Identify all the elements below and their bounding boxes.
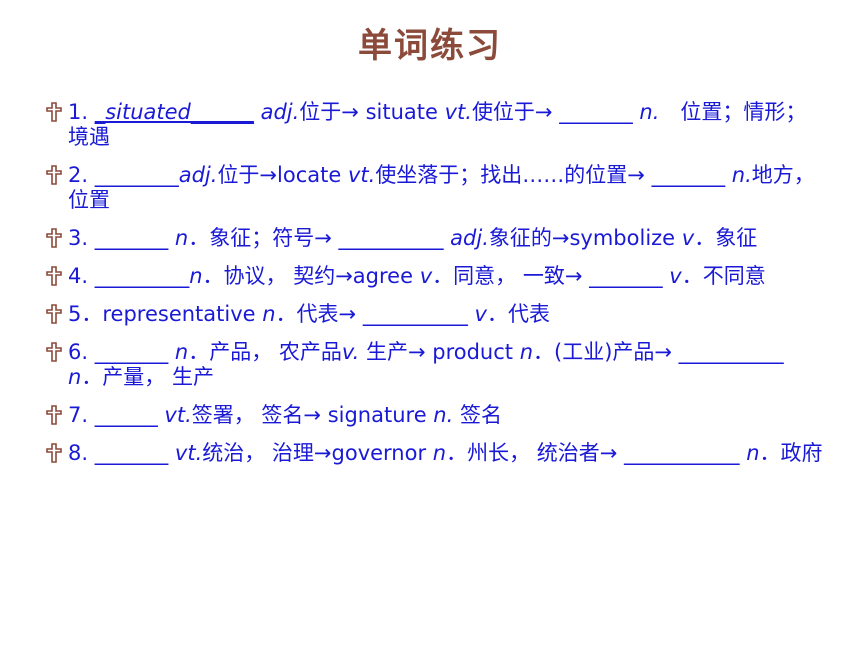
item-text: ．州长， 统治者→ ___________ <box>446 441 747 465</box>
item-number: 4. <box>68 264 95 288</box>
part-of-speech: adj. <box>178 163 218 187</box>
item-text: 位于→ situate <box>299 100 445 124</box>
cross-icon <box>46 228 62 248</box>
item-text: 象征的→symbolize <box>488 226 682 250</box>
item-text: 位于→locate <box>217 163 348 187</box>
item-number: 8. <box>68 441 95 465</box>
part-of-speech: n <box>174 340 189 364</box>
item-text: ．政府 <box>759 441 823 465</box>
cross-icon <box>46 165 62 185</box>
answer-blank: _________ <box>94 264 190 288</box>
exercise-item-5: 5．representative n．代表→ __________ v．代表 <box>44 302 824 327</box>
item-text: ．象征；符号→ __________ <box>188 226 451 250</box>
part-of-speech: adj. <box>260 100 300 124</box>
item-text <box>254 100 261 124</box>
part-of-speech: vt. <box>444 100 472 124</box>
item-text: 地方， 位置 <box>68 163 815 212</box>
cross-icon <box>46 405 62 425</box>
answer-blank: _______ <box>94 441 169 465</box>
item-text: 使位于→ _______ <box>471 100 640 124</box>
part-of-speech: n <box>68 365 82 389</box>
cross-icon <box>46 304 62 324</box>
part-of-speech: n <box>746 441 760 465</box>
item-number: 7. <box>68 403 95 427</box>
answer-blank: _______ <box>94 226 169 250</box>
part-of-speech: n <box>174 226 189 250</box>
cross-icon <box>46 102 62 122</box>
item-text: ．代表→ __________ <box>275 302 475 326</box>
item-number: 6. <box>68 340 95 364</box>
item-text: ．(工业)产品→ __________ <box>533 340 784 364</box>
part-of-speech: v <box>669 264 682 288</box>
item-text: ．象征 <box>694 226 758 250</box>
item-text: 使坐落于；找出……的位置→ _______ <box>375 163 732 187</box>
item-number: 2. <box>68 163 95 187</box>
part-of-speech: n <box>519 340 534 364</box>
item-text: 生产→ product <box>359 340 520 364</box>
exercise-item-7: 7. ______ vt.签署， 签名→ signature n. 签名 <box>44 403 824 428</box>
item-text: ．同意， 一致→ _______ <box>432 264 670 288</box>
part-of-speech: v <box>681 226 695 250</box>
answer-blank: _______ <box>94 340 169 364</box>
part-of-speech: v. <box>341 340 360 364</box>
answer-blank: _situated______ <box>94 100 254 124</box>
item-text: ．产品， 农产品 <box>188 340 342 364</box>
item-text: 签名 <box>453 403 502 427</box>
item-text: ．代表 <box>486 302 550 326</box>
part-of-speech: vt. <box>164 403 192 427</box>
exercise-item-1: 1. _situated______ adj.位于→ situate vt.使位… <box>44 100 824 150</box>
part-of-speech: n <box>432 441 447 465</box>
item-text: 签署， 签名→ signature <box>191 403 434 427</box>
exercise-item-2: 2. ________adj.位于→locate vt.使坐落于；找出……的位置… <box>44 163 824 213</box>
cross-icon <box>46 443 62 463</box>
exercise-list: 1. _situated______ adj.位于→ situate vt.使位… <box>44 100 824 479</box>
item-number: 3. <box>68 226 95 250</box>
part-of-speech: n. <box>731 163 752 187</box>
cross-icon <box>46 342 62 362</box>
item-text: ．不同意 <box>681 264 766 288</box>
item-text <box>168 340 175 364</box>
part-of-speech: n. <box>433 403 454 427</box>
part-of-speech: vt. <box>174 441 203 465</box>
item-text: ．协议， 契约→agree <box>202 264 420 288</box>
item-text <box>168 441 175 465</box>
item-text <box>168 226 175 250</box>
part-of-speech: n <box>189 264 203 288</box>
exercise-item-3: 3. _______ n．象征；符号→ __________ adj.象征的→s… <box>44 226 824 251</box>
item-number: 5．representative <box>68 302 263 326</box>
answer-blank: ________ <box>94 163 179 187</box>
item-text: ．产量， 生产 <box>81 365 214 389</box>
part-of-speech: v <box>419 264 433 288</box>
exercise-item-8: 8. _______ vt.统治， 治理→governor n．州长， 统治者→… <box>44 441 824 466</box>
answer-blank: ______ <box>94 403 158 427</box>
part-of-speech: n <box>262 302 276 326</box>
part-of-speech: adj. <box>450 226 489 250</box>
item-number: 1. <box>68 100 95 124</box>
exercise-item-6: 6. _______ n．产品， 农产品v. 生产→ product n．(工业… <box>44 340 824 390</box>
exercise-item-4: 4. _________n．协议， 契约→agree v．同意， 一致→ ___… <box>44 264 824 289</box>
item-text: 统治， 治理→governor <box>202 441 433 465</box>
cross-icon <box>46 266 62 286</box>
part-of-speech: v <box>474 302 487 326</box>
item-text: 位置；情形；境遇 <box>68 100 807 149</box>
slide-title: 单词练习 <box>358 26 502 66</box>
part-of-speech: vt. <box>347 163 376 187</box>
part-of-speech: n. <box>639 100 660 124</box>
